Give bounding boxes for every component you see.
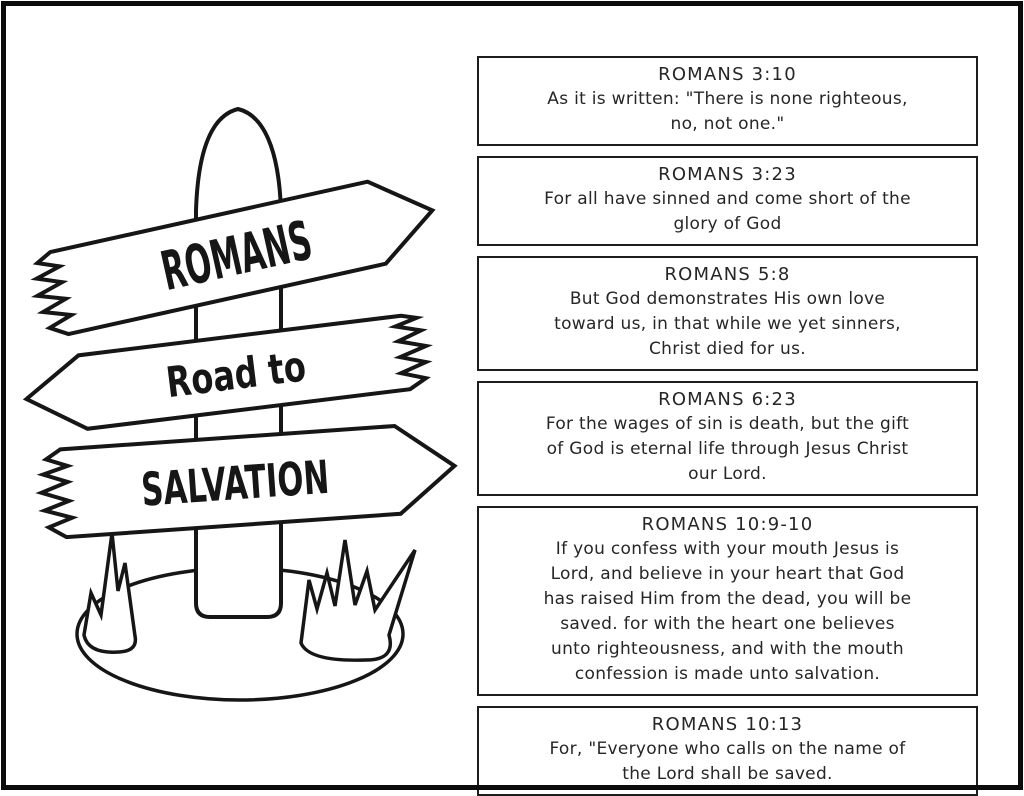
verse-text: For the wages of sin is death, but the g… xyxy=(545,414,910,484)
sign-road-to: Road to xyxy=(22,313,433,431)
verse-reference: ROMANS 3:10 xyxy=(658,64,797,85)
verse-text: But God demonstrates His own love toward… xyxy=(554,289,901,359)
verse-text: As it is written: "There is none righteo… xyxy=(547,89,908,134)
verse-card-romans-5-8: ROMANS 5:8 But God demonstrates His own … xyxy=(477,256,978,371)
verse-reference: ROMANS 3:23 xyxy=(658,164,797,185)
verse-text: For, "Everyone who calls on the name of … xyxy=(549,739,906,784)
verse-reference: ROMANS 10:9-10 xyxy=(641,514,814,535)
verse-reference: ROMANS 5:8 xyxy=(664,264,791,285)
grass-tuft-left xyxy=(82,532,138,654)
verse-card-romans-10-9-10: ROMANS 10:9-10 If you confess with your … xyxy=(477,506,978,696)
grass-tuft-right xyxy=(299,539,417,662)
sign-salvation-label: SALVATION xyxy=(140,450,331,517)
verse-card-romans-6-23: ROMANS 6:23 For the wages of sin is deat… xyxy=(477,381,978,496)
verse-card-romans-3-23: ROMANS 3:23 For all have sinned and come… xyxy=(477,156,978,246)
verse-text: If you confess with your mouth Jesus is … xyxy=(543,539,912,684)
verse-card-romans-10-13: ROMANS 10:13 For, "Everyone who calls on… xyxy=(477,706,978,796)
verse-reference: ROMANS 10:13 xyxy=(651,714,804,735)
signpost-illustration: ROMANS Road to SALVATION xyxy=(18,103,460,705)
verse-text: For all have sinned and come short of th… xyxy=(544,189,911,234)
verse-list: ROMANS 3:10 As it is written: "There is … xyxy=(477,56,978,796)
verse-reference: ROMANS 6:23 xyxy=(658,389,797,410)
sign-salvation: SALVATION xyxy=(35,423,458,540)
verse-card-romans-3-10: ROMANS 3:10 As it is written: "There is … xyxy=(477,56,978,146)
